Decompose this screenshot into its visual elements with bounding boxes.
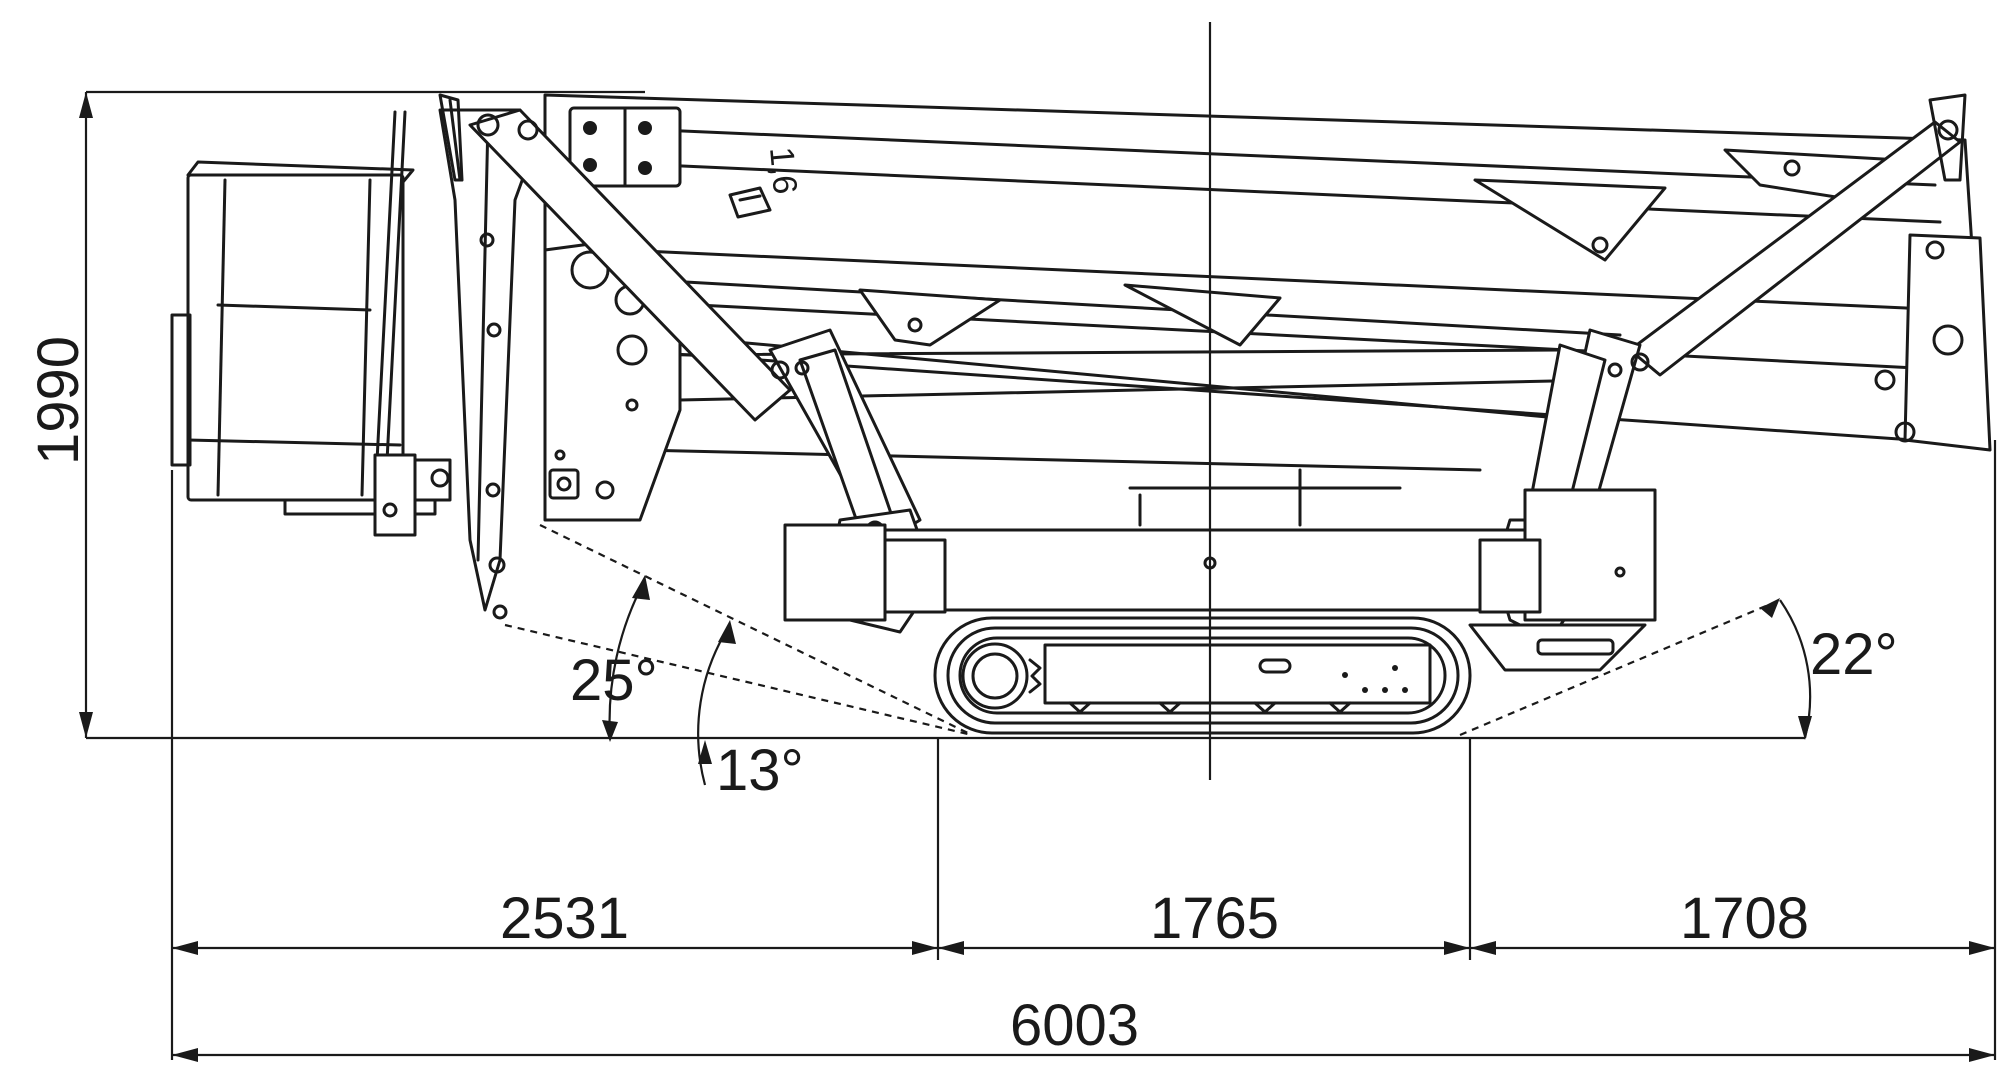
angle-arcs: [602, 575, 1812, 786]
rear-overhang-label: 1708: [1680, 886, 1809, 951]
angle-label-13: 13°: [716, 738, 804, 803]
boom: [543, 93, 1992, 472]
boom-marking-label: 1,6: [762, 145, 804, 195]
approach-angle-lines: [504, 524, 1781, 737]
crawler-track: [933, 616, 1472, 735]
segment-dimension-line: [172, 941, 1995, 955]
work-platform-basket: [170, 110, 452, 537]
height-dimension: [79, 90, 645, 738]
machine-outline: 1,6: [170, 93, 1992, 735]
track-length-label: 1765: [1150, 886, 1279, 951]
height-dimension-label: 1990: [26, 336, 91, 465]
overall-dimension-line: [172, 1048, 1995, 1062]
front-overhang-label: 2531: [500, 886, 629, 951]
overall-length-label: 6003: [1010, 993, 1139, 1058]
extension-lines: [170, 440, 1997, 1060]
chassis: [783, 468, 1657, 672]
angle-label-22: 22°: [1810, 622, 1898, 687]
angle-label-25: 25°: [570, 648, 658, 713]
